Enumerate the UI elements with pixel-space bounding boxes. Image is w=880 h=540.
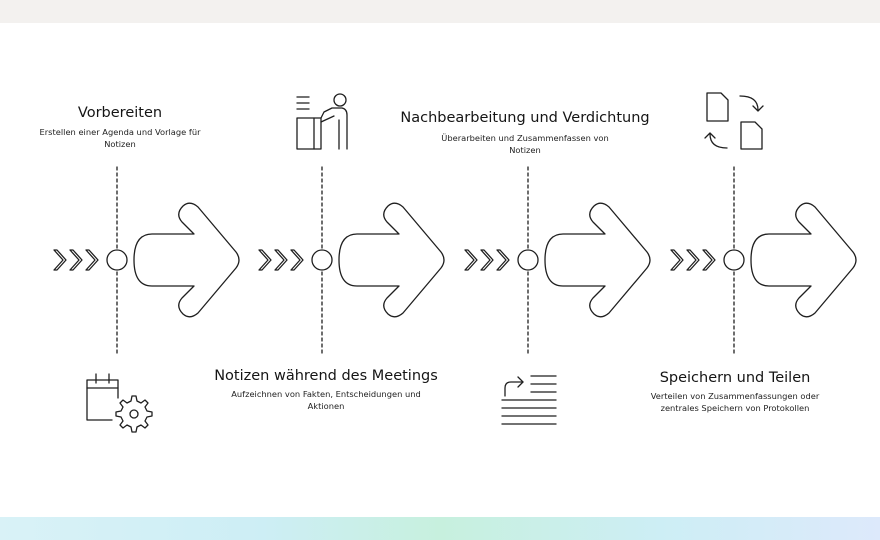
top-band bbox=[0, 0, 880, 23]
milestone-circle-2 bbox=[311, 249, 333, 271]
flow-segment-3 bbox=[464, 166, 651, 357]
big-arrow-2 bbox=[338, 202, 445, 318]
file-exchange-icon bbox=[704, 92, 764, 150]
flow-segment-1 bbox=[53, 166, 240, 357]
chevrons-4 bbox=[670, 249, 716, 271]
step-title-notizen: Notizen während des Meetings bbox=[214, 368, 438, 384]
chevrons-2 bbox=[258, 249, 304, 271]
step-description-notizen: Aufzeichnen von Fakten, Entscheidungen u… bbox=[231, 389, 421, 411]
person-at-desk-icon bbox=[296, 93, 348, 150]
flow-segment-2 bbox=[258, 166, 445, 357]
milestone-circle-4 bbox=[723, 249, 745, 271]
big-arrow-1 bbox=[133, 202, 240, 318]
step-title-vorbereiten: Vorbereiten bbox=[77, 105, 163, 121]
step-description-speichern: Verteilen von Zusammenfassungen oder zen… bbox=[650, 391, 820, 413]
step-title-speichern: Speichern und Teilen bbox=[659, 370, 811, 386]
bottom-gradient-band bbox=[0, 517, 880, 540]
calendar-gear-icon bbox=[86, 373, 153, 433]
flow-segment-4 bbox=[670, 166, 857, 357]
chevrons-1 bbox=[53, 249, 99, 271]
big-arrow-4 bbox=[750, 202, 857, 318]
milestone-circle-3 bbox=[517, 249, 539, 271]
text-revision-icon bbox=[501, 375, 557, 425]
step-description-nachbearbeitung: Überarbeiten und Zusammenfassen von Noti… bbox=[441, 133, 609, 155]
step-title-nachbearbeitung: Nachbearbeitung und Verdichtung bbox=[400, 110, 650, 126]
step-description-vorbereiten: Erstellen einer Agenda und Vorlage für N… bbox=[39, 127, 201, 149]
chevrons-3 bbox=[464, 249, 510, 271]
milestone-circle-1 bbox=[106, 249, 128, 271]
big-arrow-3 bbox=[544, 202, 651, 318]
